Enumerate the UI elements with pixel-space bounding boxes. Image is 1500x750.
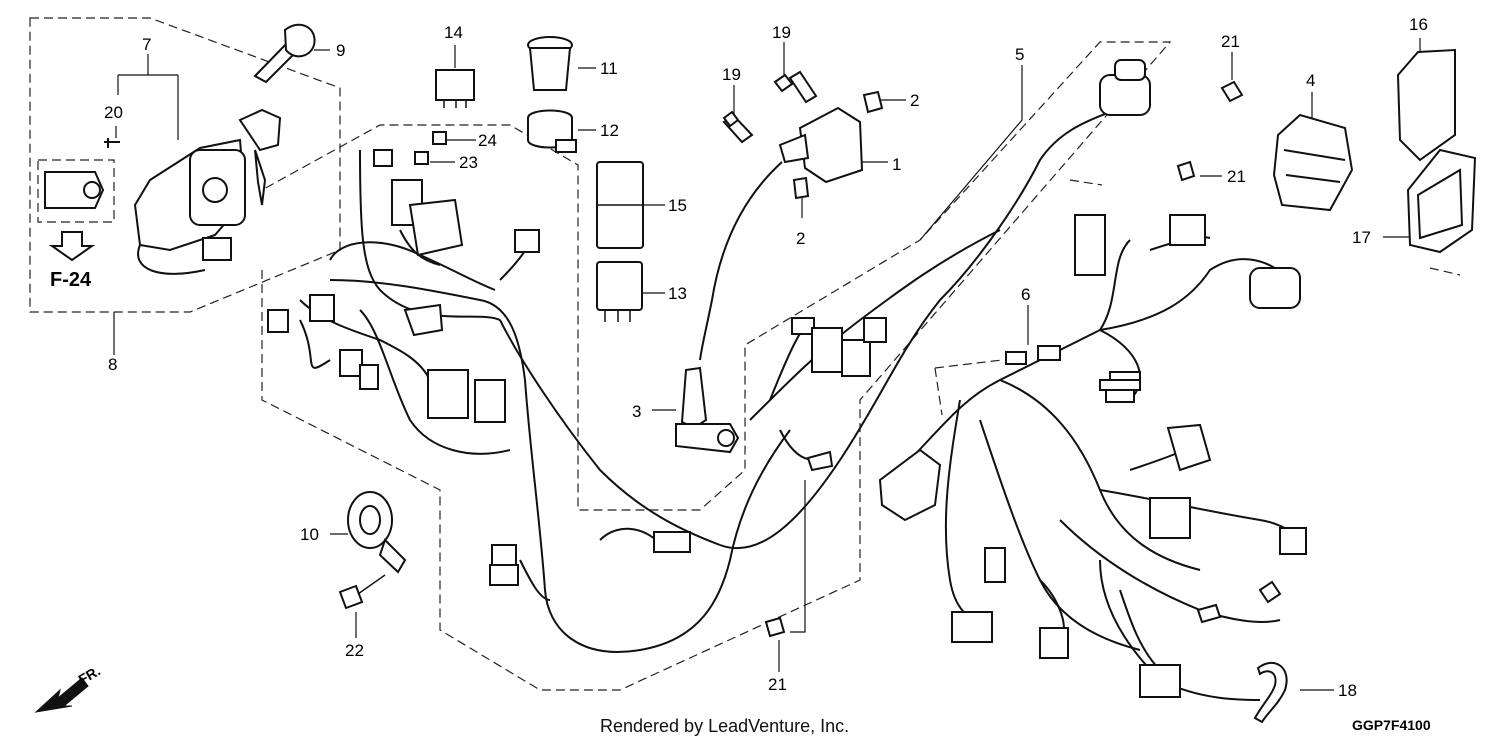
horn-bolt: [338, 574, 386, 610]
callout-14: 14: [444, 23, 463, 42]
main-harness-connectors: [267, 59, 1151, 586]
callout-13: 13: [668, 284, 687, 303]
callout-7: 7: [142, 35, 151, 54]
callout-1: 1: [892, 155, 901, 174]
callout-23: 23: [459, 153, 478, 172]
callout-2: 2: [910, 91, 919, 110]
callout-18: 18: [1338, 681, 1357, 700]
callout-2: 2: [796, 229, 805, 248]
callout-22: 22: [345, 641, 364, 660]
mounting-bolts: [764, 160, 1196, 638]
ignition-switch-assembly: [37, 108, 282, 275]
relay-small: [435, 69, 475, 108]
callout-3: 3: [632, 402, 641, 421]
callout-15: 15: [668, 196, 687, 215]
callout-5: 5: [1015, 45, 1024, 64]
diagram-code: GGP7F4100: [1352, 717, 1431, 733]
control-unit: [1396, 48, 1477, 254]
callout-19: 19: [722, 65, 741, 84]
relay-large: [596, 161, 644, 322]
callout-21: 21: [1221, 32, 1240, 51]
ignition-coil: [722, 70, 884, 200]
harness-band: [1253, 661, 1288, 724]
callout-17: 17: [1352, 228, 1371, 247]
callout-19: 19: [772, 23, 791, 42]
callout-20: 20: [104, 103, 123, 122]
main-harness-group-outline: [261, 41, 1172, 691]
reference-label: F-24: [50, 269, 92, 291]
callout-21: 21: [1227, 167, 1246, 186]
spark-plug-cap: [675, 161, 783, 454]
callout-16: 16: [1409, 15, 1428, 34]
sub-harness-connectors: [878, 214, 1307, 698]
accessory-socket: [527, 36, 577, 153]
key: [253, 23, 316, 84]
callout-12: 12: [600, 121, 619, 140]
callout-24: 24: [478, 131, 497, 150]
callout-6: 6: [1021, 285, 1030, 304]
callout-8: 8: [108, 355, 117, 374]
leader-lines: [113, 38, 1421, 691]
horn: [347, 491, 407, 574]
callout-4: 4: [1306, 71, 1315, 90]
sub-harness-group-outline: [934, 179, 1461, 416]
callout-11: 11: [600, 59, 618, 78]
callout-21: 21: [768, 675, 787, 694]
bolts: [722, 73, 794, 128]
front-direction-arrow: [34, 677, 89, 713]
callout-9: 9: [336, 41, 345, 60]
footer-credit: Rendered by LeadVenture, Inc.: [600, 716, 849, 736]
callout-10: 10: [300, 525, 319, 544]
regulator-rectifier: [1220, 80, 1354, 212]
